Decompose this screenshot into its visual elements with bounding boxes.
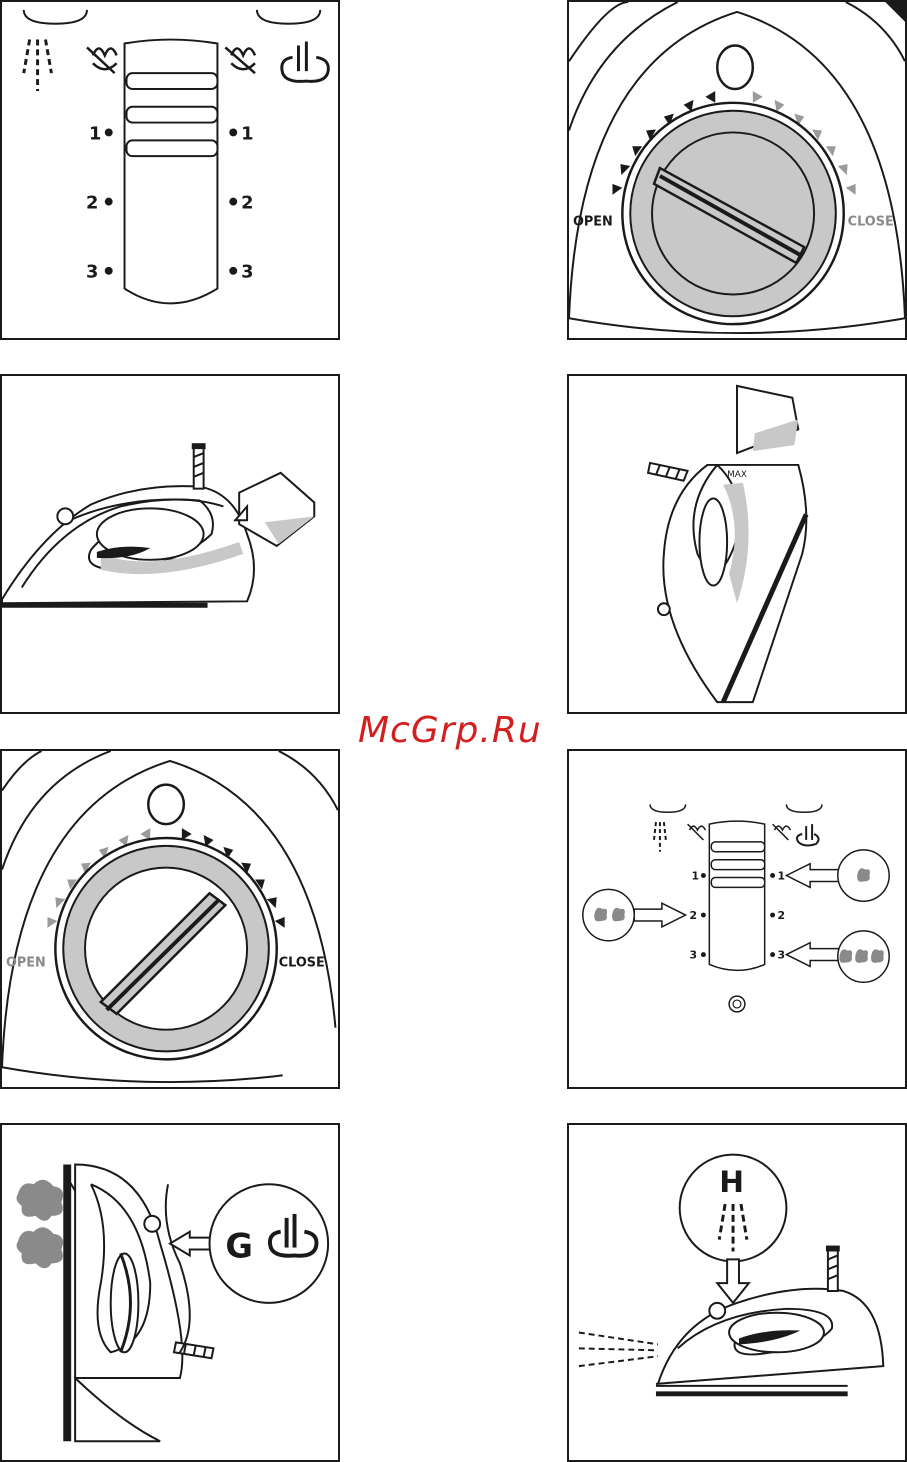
level-left-3: 3 (690, 949, 698, 962)
level-right-2: 2 (241, 193, 253, 214)
level-left-3: 3 (86, 262, 98, 283)
max-label: MAX (727, 470, 747, 480)
spray-icon-small (654, 822, 666, 852)
spray-lines (579, 1333, 658, 1367)
iron-upright-illustration: MAX (569, 376, 905, 712)
level-right-3: 3 (778, 949, 786, 962)
filling-iron-illustration (2, 376, 338, 712)
open-label: OPEN (6, 955, 46, 970)
level-left-1: 1 (692, 869, 700, 882)
watermark: McGrp.Ru (358, 710, 542, 751)
steam-levels-illustration: 1 2 3 1 2 3 (569, 751, 905, 1087)
open-label: OPEN (573, 214, 613, 229)
level-left-2: 2 (690, 909, 698, 922)
panel-filler-cap-open: OPEN CLOSE (567, 0, 907, 340)
steam-scale-illustration: 1 2 3 1 2 3 (2, 2, 338, 338)
panel-filling-iron (0, 374, 340, 714)
level-right-2: 2 (778, 909, 786, 922)
close-label: CLOSE (279, 955, 325, 970)
no-steam-icon-left (87, 47, 117, 73)
panel-steam-levels: 1 2 3 1 2 3 (567, 749, 907, 1089)
level-left-2: 2 (86, 193, 98, 214)
level-right-3: 3 (241, 262, 253, 283)
callout-level-2 (583, 889, 686, 940)
panel-spray: H (567, 1123, 907, 1462)
steam-cloud-icons (16, 1180, 63, 1268)
button-g-letter: G (225, 1226, 253, 1265)
level-left-1: 1 (89, 123, 101, 144)
steam-burst-icon-small (797, 824, 819, 845)
panel-vertical-steam: G (0, 1123, 340, 1462)
panel-filler-cap-close: OPEN CLOSE (0, 749, 340, 1089)
filler-cap-illustration-2: OPEN CLOSE (2, 751, 338, 1087)
spray-icon (24, 40, 52, 91)
level-right-1: 1 (778, 869, 786, 882)
callout-level-3 (786, 931, 889, 982)
level-right-1: 1 (241, 123, 253, 144)
close-label: CLOSE (848, 214, 894, 229)
steam-burst-icon (282, 42, 329, 82)
button-h-letter: H (719, 1164, 744, 1199)
vertical-steam-illustration: G (2, 1125, 338, 1460)
spray-illustration: H (569, 1125, 905, 1460)
filler-cap-illustration-1: OPEN CLOSE (569, 2, 905, 338)
no-steam-icon-right (225, 47, 255, 73)
callout-level-1 (786, 850, 889, 901)
panel-iron-upright-max: MAX (567, 374, 907, 714)
panel-steam-scale: 1 2 3 1 2 3 (0, 0, 340, 340)
